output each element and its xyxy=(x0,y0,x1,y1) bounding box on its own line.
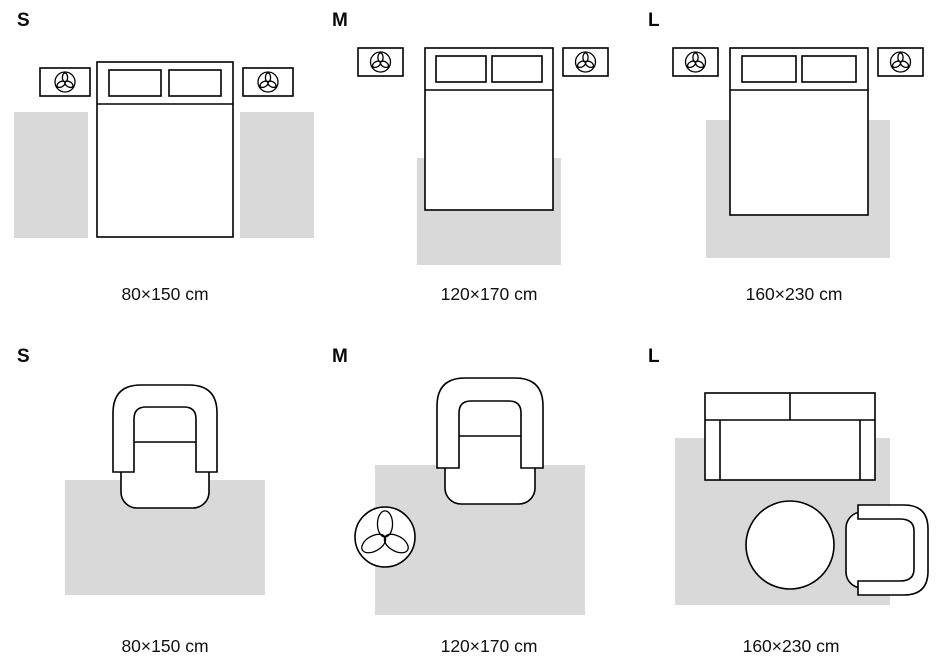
panel-bedroom-s: S 80×150 cm xyxy=(14,10,314,304)
nightstand-left xyxy=(39,67,91,97)
size-caption: 160×230 cm xyxy=(746,284,843,304)
armchair-back xyxy=(857,504,929,596)
armchair-back xyxy=(436,377,544,469)
panel-living-l: L 160×230 cm xyxy=(648,346,929,656)
panel-living-s: S 80×150 cm xyxy=(17,346,265,656)
panel-living-m: M 120×170 cm xyxy=(332,346,585,656)
nightstand-right xyxy=(242,67,294,97)
armchair-seat xyxy=(444,435,536,505)
size-caption: 120×170 cm xyxy=(441,636,538,656)
panel-label: S xyxy=(17,346,30,367)
armchair-seat xyxy=(845,511,917,589)
armchair-back xyxy=(112,384,218,473)
bed xyxy=(96,61,234,238)
armchair-seat xyxy=(120,441,210,509)
size-caption: 80×150 cm xyxy=(121,284,208,304)
pillow xyxy=(168,69,222,97)
armchair-facing-left xyxy=(845,504,929,596)
panel-label: M xyxy=(332,346,348,367)
pillow xyxy=(435,55,487,83)
pillow xyxy=(801,55,857,83)
size-caption: 120×170 cm xyxy=(441,284,538,304)
pillow xyxy=(108,69,162,97)
panel-label: M xyxy=(332,10,348,31)
bedside-rug-right xyxy=(240,112,314,238)
potted-plant xyxy=(354,506,416,568)
nightstand-left xyxy=(357,47,404,77)
nightstand-right xyxy=(562,47,609,77)
coffee-table xyxy=(745,500,835,590)
pillow xyxy=(491,55,543,83)
panel-label: L xyxy=(648,346,660,367)
pillow xyxy=(741,55,797,83)
bed xyxy=(729,47,869,216)
nightstand-right xyxy=(877,47,924,77)
bed xyxy=(424,47,554,211)
size-caption: 80×150 cm xyxy=(121,636,208,656)
panel-label: L xyxy=(648,10,660,31)
size-caption: 160×230 cm xyxy=(743,636,840,656)
panel-bedroom-l: L 160×230 cm xyxy=(648,10,924,304)
armchair xyxy=(436,377,544,505)
panel-label: S xyxy=(17,10,30,31)
sofa xyxy=(704,392,876,481)
panel-bedroom-m: M 120×170 cm xyxy=(332,10,609,304)
bedside-rug-left xyxy=(14,112,88,238)
armchair xyxy=(112,384,218,509)
nightstand-left xyxy=(672,47,719,77)
